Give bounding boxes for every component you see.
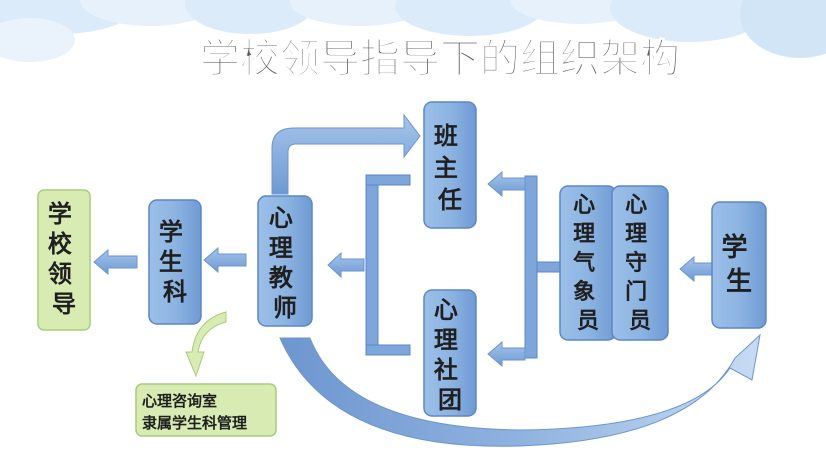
cloud-background xyxy=(0,0,826,62)
arrow-to-school-leader xyxy=(93,248,138,276)
right-bracket xyxy=(524,175,562,359)
student-label: 学 生 xyxy=(721,232,756,297)
arrow-to-psych-teacher xyxy=(327,251,365,279)
page-title: 学校领导指导下的组织架构 xyxy=(200,36,680,82)
node-student-affairs: 学 生 科 xyxy=(148,199,202,325)
node-head-teacher: 班 主 任 xyxy=(423,101,477,229)
school-leader-label: 学 校 领 导 xyxy=(48,200,80,318)
left-bracket xyxy=(365,174,411,356)
node-student: 学 生 xyxy=(711,201,767,329)
arrow-to-head-teacher xyxy=(487,170,526,198)
teacher-to-headteacher-arrow xyxy=(271,113,421,195)
node-psych-guard: 心 理 守 门 员 xyxy=(611,185,669,341)
psych-weather-label: 心 理 气 象 员 xyxy=(572,193,603,334)
psych-teacher-label: 心 理 教 师 xyxy=(269,204,301,322)
head-teacher-label: 班 主 任 xyxy=(434,122,466,214)
node-psych-weather: 心 理 气 象 员 xyxy=(559,185,617,341)
counseling-room-note: 心理咨询室 隶属学生科管理 xyxy=(135,383,277,437)
arrow-to-psych-club xyxy=(487,340,526,368)
student-affairs-label: 学 生 科 xyxy=(159,218,191,306)
node-school-leader: 学 校 领 导 xyxy=(37,189,91,331)
arrow-to-psych-guard xyxy=(679,255,713,283)
psych-guard-label: 心 理 守 门 员 xyxy=(625,193,655,334)
teacher-to-student-curve-arrow xyxy=(279,333,761,447)
note-line-2: 隶属学生科管理 xyxy=(142,414,247,432)
note-connector-arrow xyxy=(185,311,227,378)
psych-club-label: 心 理 社 团 xyxy=(434,296,466,414)
node-psych-club: 心 理 社 团 xyxy=(423,289,477,417)
node-psych-teacher: 心 理 教 师 xyxy=(257,195,313,327)
arrow-to-student-affairs xyxy=(203,246,247,274)
note-line-1: 心理咨询室 xyxy=(142,392,217,410)
arrows xyxy=(93,170,713,368)
